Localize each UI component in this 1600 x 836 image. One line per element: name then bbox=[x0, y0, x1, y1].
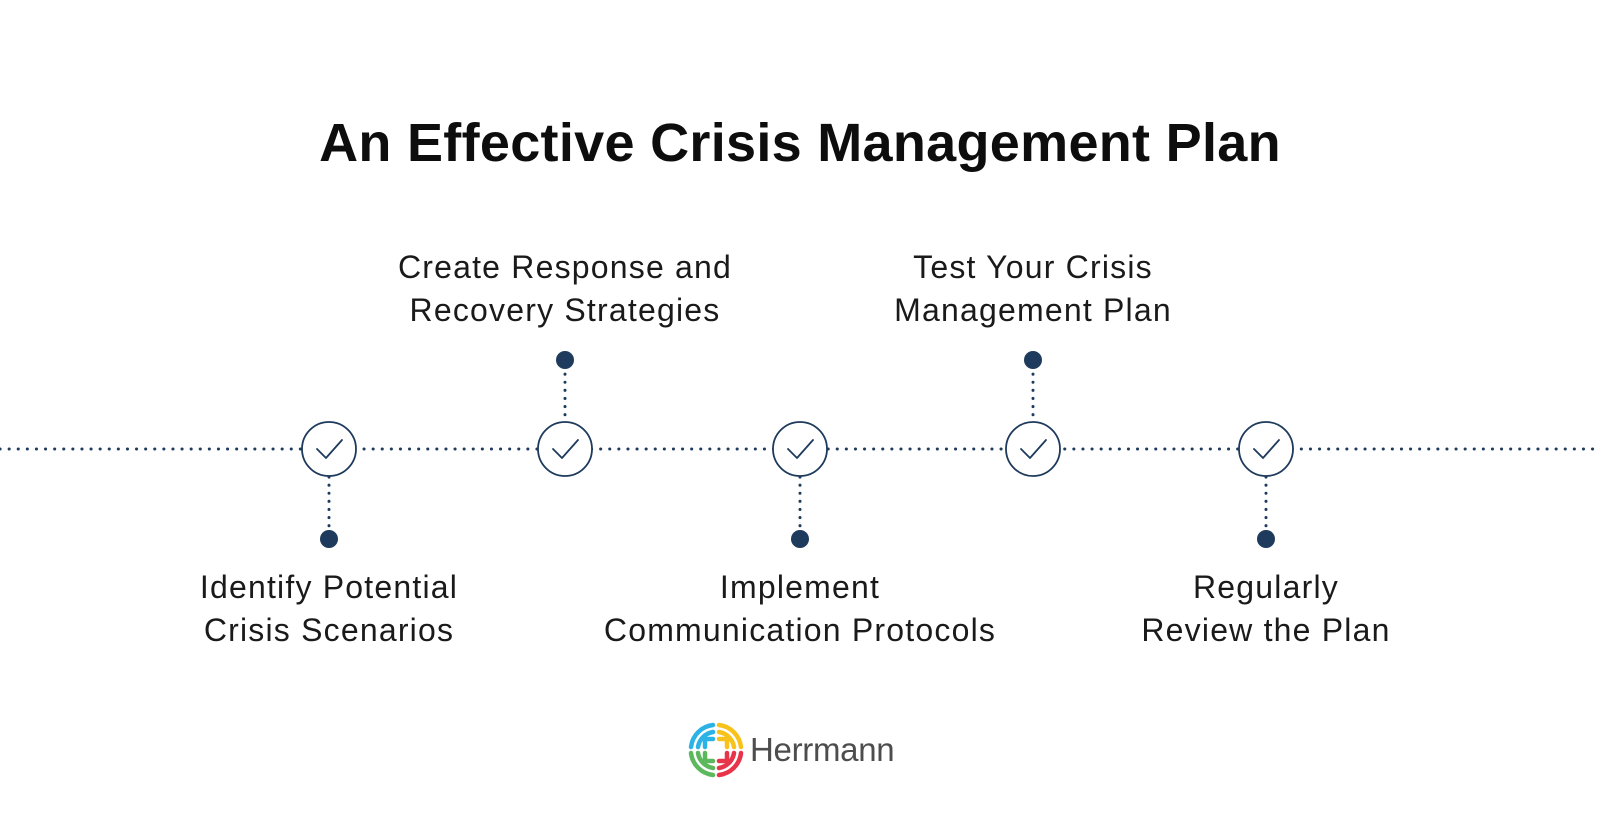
timeline-node-2 bbox=[537, 351, 593, 477]
step-label-5: Regularly Review the Plan bbox=[1026, 566, 1506, 652]
check-icon bbox=[1253, 439, 1280, 459]
check-circle-1 bbox=[301, 421, 357, 477]
end-dot-2 bbox=[556, 351, 574, 369]
timeline-node-5 bbox=[1238, 421, 1294, 548]
step-label-line: Test Your Crisis bbox=[913, 249, 1153, 285]
logo-wordmark: Herrmann bbox=[750, 731, 895, 768]
check-circle-5 bbox=[1238, 421, 1294, 477]
step-label-1: Identify Potential Crisis Scenarios bbox=[89, 566, 569, 652]
step-label-line: Communication Protocols bbox=[603, 612, 997, 648]
step-label-line: Create Response and bbox=[397, 249, 733, 285]
check-circle-3 bbox=[772, 421, 828, 477]
diagram-title: An Effective Crisis Management Plan bbox=[319, 113, 1281, 173]
step-label-3: Implement Communication Protocols bbox=[560, 566, 1040, 652]
step-label-line: Review the Plan bbox=[1141, 612, 1391, 648]
end-dot-5 bbox=[1257, 530, 1275, 548]
end-dot-3 bbox=[791, 530, 809, 548]
step-label-line: Crisis Scenarios bbox=[203, 612, 455, 648]
check-icon bbox=[787, 439, 814, 459]
timeline-node-3 bbox=[772, 421, 828, 548]
end-dot-1 bbox=[320, 530, 338, 548]
herrmann-logo: Herrmann bbox=[684, 718, 895, 782]
step-label-2: Create Response and Recovery Strategies bbox=[325, 246, 805, 332]
herrmann-logo-icon bbox=[688, 722, 744, 778]
check-icon bbox=[1020, 439, 1047, 459]
timeline-node-1 bbox=[301, 421, 357, 548]
step-label-line: Identify Potential bbox=[199, 569, 459, 605]
check-circle-2 bbox=[537, 421, 593, 477]
timeline-node-4 bbox=[1005, 351, 1061, 477]
step-label-line: Implement bbox=[719, 569, 881, 605]
step-label-4: Test Your Crisis Management Plan bbox=[793, 246, 1273, 332]
check-icon bbox=[552, 439, 579, 459]
step-label-line: Regularly bbox=[1193, 569, 1339, 605]
step-label-line: Recovery Strategies bbox=[409, 292, 721, 328]
step-label-line: Management Plan bbox=[894, 292, 1172, 328]
end-dot-4 bbox=[1024, 351, 1042, 369]
check-icon bbox=[316, 439, 343, 459]
check-circle-4 bbox=[1005, 421, 1061, 477]
